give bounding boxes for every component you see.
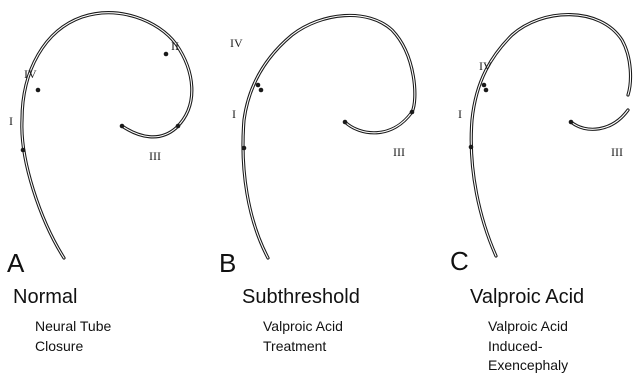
panel-b-title: Subthreshold bbox=[242, 286, 360, 308]
panel-a-caption-line-1: Neural Tube bbox=[35, 318, 111, 334]
panel-b-caption-line-1: Valproic Acid bbox=[263, 318, 343, 334]
panel-b-site-iii-label: III bbox=[393, 145, 405, 159]
panel-a-fold-end-marker bbox=[120, 124, 125, 129]
panel-c-letter: C bbox=[450, 246, 469, 276]
panel-c-site-iv-lower-marker bbox=[484, 88, 489, 93]
panel-c-site-i-label: I bbox=[458, 107, 462, 121]
panel-a-title: Normal bbox=[13, 286, 77, 308]
panel-c-site-i-marker bbox=[469, 145, 474, 150]
panel-b-caption-line-2: Treatment bbox=[263, 338, 326, 354]
panel-a-site-ii-label: II bbox=[171, 39, 179, 53]
panel-b: I IV III B Subthreshold Valproic Acid Tr… bbox=[219, 15, 415, 354]
panel-b-site-iv-label: IV bbox=[230, 36, 243, 50]
panel-a: I IV II III A Normal Neural Tube Closure bbox=[7, 13, 192, 354]
panel-c-caption-line-1: Valproic Acid bbox=[488, 318, 568, 334]
panel-b-neural-fold-outline bbox=[243, 15, 415, 258]
panel-c-fold-end-marker bbox=[569, 120, 574, 125]
panel-b-site-i-marker bbox=[242, 146, 247, 151]
panel-a-site-i-marker bbox=[21, 148, 26, 153]
panel-c-caption-line-3: Exencephaly bbox=[488, 357, 568, 373]
panel-c-caption-line-2: Induced- bbox=[488, 338, 543, 354]
panel-b-site-iv-lower-marker bbox=[259, 88, 264, 93]
panel-b-site-iii-marker bbox=[410, 110, 415, 115]
panel-a-caption-line-2: Closure bbox=[35, 338, 83, 354]
panel-c-title: Valproic Acid bbox=[470, 286, 584, 308]
panel-c-neural-fold-outline bbox=[471, 15, 630, 256]
panel-a-letter: A bbox=[7, 248, 25, 278]
panel-b-site-iv-upper-marker bbox=[256, 83, 261, 88]
panel-a-site-iii-marker bbox=[176, 124, 181, 129]
panel-b-letter: B bbox=[219, 248, 236, 278]
panel-c: I IV III C Valproic Acid Valproic Acid I… bbox=[450, 15, 630, 373]
panel-c-site-iv-upper-marker bbox=[482, 83, 487, 88]
panel-b-site-i-label: I bbox=[232, 107, 236, 121]
panel-a-site-iv-label: IV bbox=[24, 67, 37, 81]
panel-b-fold-end-marker bbox=[343, 120, 348, 125]
panel-a-neural-fold-outline bbox=[22, 13, 192, 258]
panel-a-site-iii-label: III bbox=[149, 149, 161, 163]
panel-a-site-iv-marker bbox=[36, 88, 41, 93]
panel-c-site-iii-label: III bbox=[611, 145, 623, 159]
panel-a-site-ii-marker bbox=[164, 52, 169, 57]
panel-a-site-i-label: I bbox=[9, 114, 13, 128]
panel-c-site-iv-label: IV bbox=[479, 59, 492, 73]
